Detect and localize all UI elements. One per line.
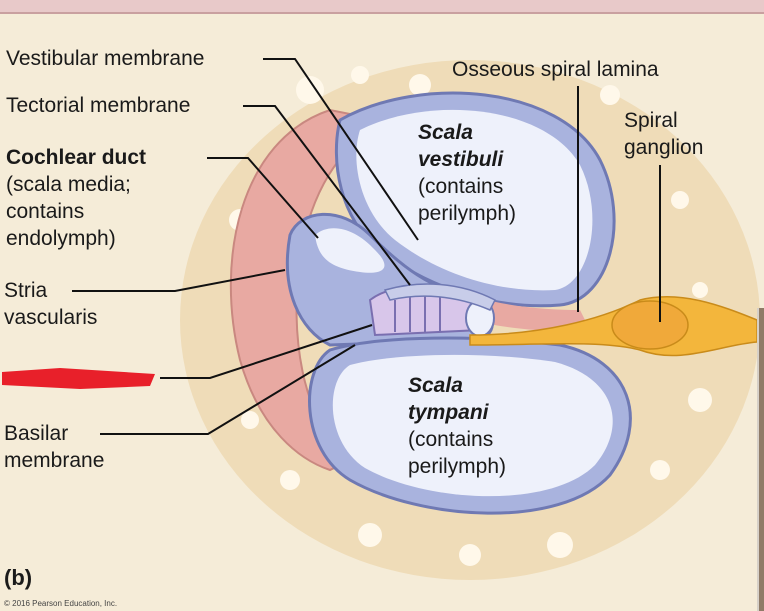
scala-vestibuli-fluid [356, 109, 593, 291]
label-tectorial-membrane: Tectorial membrane [6, 94, 191, 117]
label-cochlear-duct: Cochlear duct [6, 146, 147, 169]
label-basilar-1: Basilar [4, 422, 69, 445]
label-spiral-2: ganglion [624, 136, 704, 159]
tectorial-membrane-shape [383, 283, 497, 311]
top-border [0, 0, 764, 14]
label-osseous-spiral-lamina: Osseous spiral lamina [452, 58, 659, 81]
label-stria-2: vascularis [4, 306, 98, 329]
label-stria-1: Stria [4, 279, 48, 302]
label-endolymph: endolymph) [6, 227, 116, 250]
label-contains: contains [6, 200, 85, 223]
redacted-label [2, 368, 155, 389]
copyright: © 2016 Pearson Education, Inc. [4, 599, 118, 608]
label-sv-3: (contains [418, 175, 504, 198]
label-scala-media-text: (scala media; [6, 173, 131, 196]
leader-lines [72, 58, 661, 435]
label-sv-1: Scala [418, 121, 473, 144]
label-scala-media: (scala media; [6, 173, 131, 197]
label-vestibular-membrane: Vestibular membrane [6, 47, 205, 70]
label-st-1: Scala [408, 374, 463, 397]
spiral-ganglion-shape [611, 300, 689, 350]
panel-label: (b) [4, 565, 33, 590]
scala-tympani-fluid [332, 354, 613, 497]
cochlear-duct-fluid [315, 228, 385, 273]
label-sv-4: perilymph) [418, 202, 517, 225]
label-st-2: tympani [408, 401, 489, 424]
spiral-ligament [380, 255, 590, 331]
label-basilar-2: membrane [4, 449, 105, 472]
label-st-3: (contains [408, 428, 494, 451]
adjacent-image-edge [757, 308, 764, 611]
label-spiral-1: Spiral [624, 109, 678, 132]
label-sv-2: vestibuli [418, 148, 504, 171]
label-st-4: perilymph) [408, 455, 507, 478]
